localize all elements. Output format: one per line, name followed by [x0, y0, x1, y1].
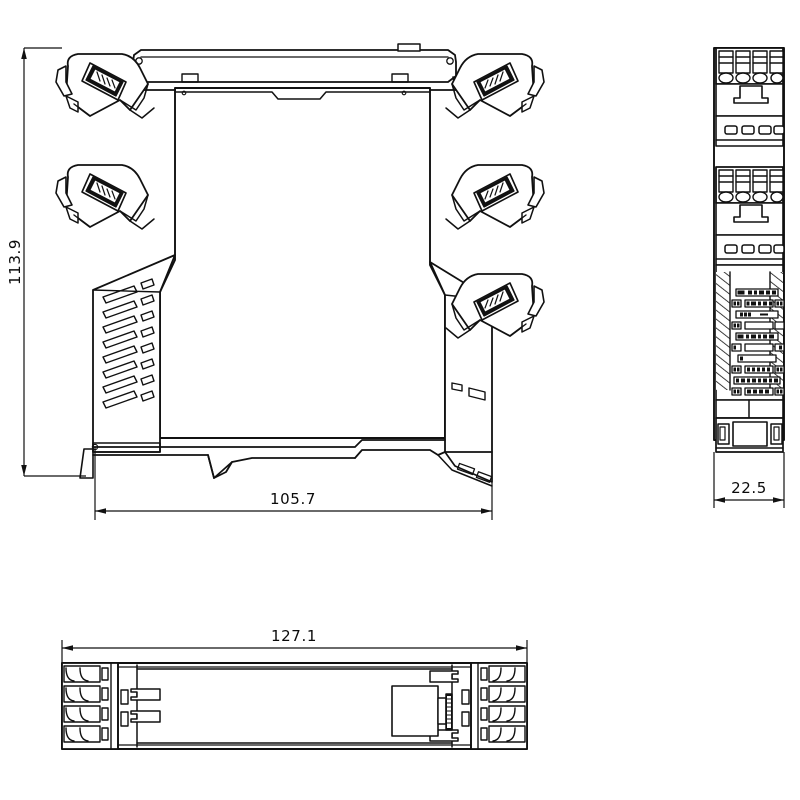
- side-view-din-clip: [715, 399, 784, 453]
- top-view-label-window: [391, 685, 439, 737]
- front-view-terminal-block-left-1: [55, 53, 155, 119]
- front-view-terminal-block-right-2: [445, 164, 545, 230]
- top-view-terminal-block-left: [61, 662, 119, 750]
- dimension-height-113-9: [21, 47, 86, 477]
- side-view-terminal-block-top: [715, 47, 785, 147]
- dimension-width-label: 105.7: [270, 490, 316, 508]
- top-view-left-latch: [120, 664, 161, 748]
- front-view-din-rail-foot: [79, 439, 493, 487]
- front-view-terminal-block-right-3: [445, 273, 545, 339]
- dimension-height-label: 113.9: [6, 239, 24, 285]
- top-view-right-latch: [391, 664, 470, 748]
- side-view: [713, 47, 785, 453]
- front-view-right-slots: [451, 382, 486, 401]
- top-view-terminal-block-right: [470, 662, 528, 750]
- top-view: [61, 662, 528, 750]
- front-view-terminal-block-left-2: [55, 164, 155, 230]
- front-view-terminal-block-right-1: [445, 53, 545, 119]
- side-view-label-area: [715, 264, 785, 401]
- dimension-length-127-1: [61, 640, 528, 666]
- dimension-depth-label: 22.5: [731, 479, 767, 497]
- front-view: [55, 43, 545, 487]
- front-view-ventilation-slots: [102, 278, 155, 409]
- dimension-length-label: 127.1: [271, 627, 317, 645]
- front-view-housing-outline: [159, 87, 446, 439]
- side-view-terminal-block-bottom: [715, 166, 785, 266]
- dimension-depth-22-5: [713, 452, 785, 508]
- top-view-housing-edges: [117, 666, 472, 746]
- top-view-body-outline: [61, 662, 528, 750]
- dimension-width-105-7: [94, 447, 493, 520]
